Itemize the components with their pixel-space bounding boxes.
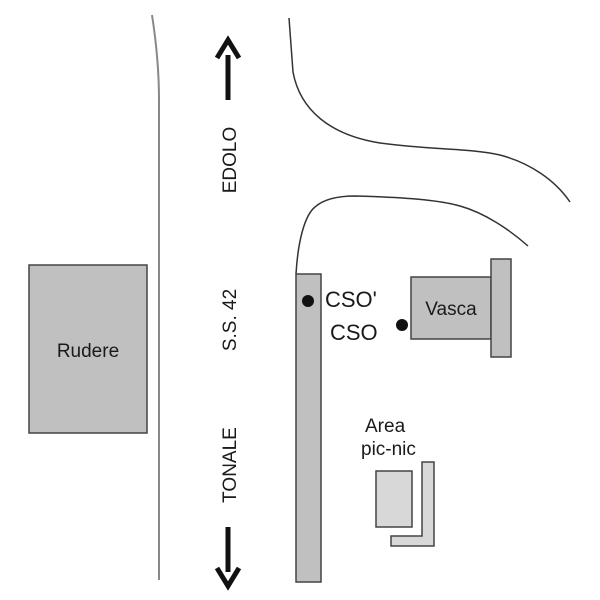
edolo-arrow-head-icon bbox=[214, 35, 242, 60]
cso-prime-point bbox=[302, 295, 314, 307]
tonale-label: TONALE bbox=[220, 427, 241, 503]
tonale-arrow-head-icon bbox=[214, 566, 242, 591]
picnic-table bbox=[375, 470, 413, 528]
vasca-tank bbox=[410, 276, 492, 340]
area-label-line1: Area bbox=[365, 416, 406, 437]
left-road-edge bbox=[151, 14, 160, 580]
rudere-label: Rudere bbox=[57, 341, 119, 362]
vasca-side-bar bbox=[490, 258, 512, 358]
picnic-bench bbox=[390, 461, 435, 547]
channel-bar bbox=[295, 273, 322, 583]
edolo-label: EDOLO bbox=[220, 127, 241, 194]
road-label: S.S. 42 bbox=[220, 289, 241, 351]
cso-label: CSO bbox=[330, 320, 378, 345]
cso-point bbox=[396, 319, 408, 331]
upper-road-curve bbox=[288, 17, 571, 203]
lower-road-curve bbox=[295, 195, 529, 275]
vasca-label: Vasca bbox=[425, 299, 477, 320]
rudere-building bbox=[28, 264, 148, 434]
area-label-line2: pic-nic bbox=[361, 439, 416, 460]
cso-prime-label: CSO' bbox=[325, 287, 377, 312]
